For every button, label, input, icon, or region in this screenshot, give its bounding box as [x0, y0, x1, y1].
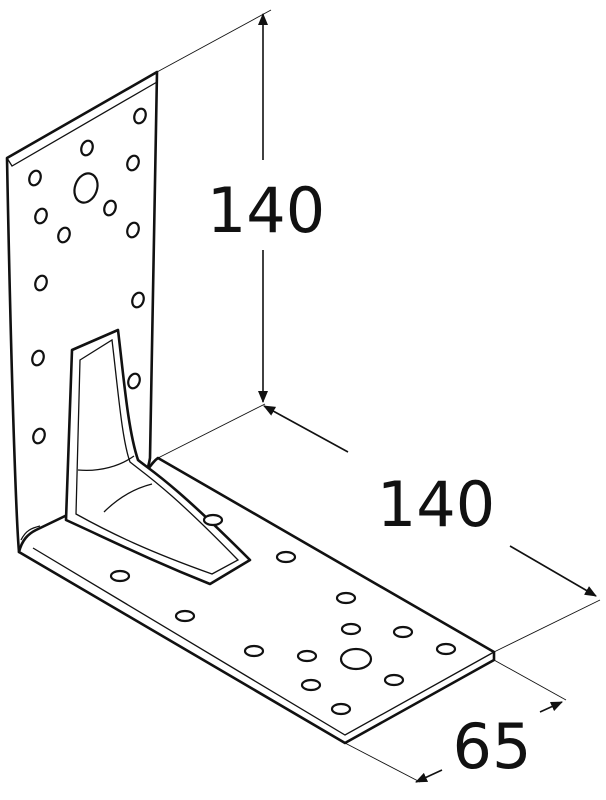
hole [32, 427, 46, 445]
length-arrow-right [509, 545, 597, 597]
extension-line [344, 742, 421, 783]
rib-curve-bottom [103, 483, 153, 513]
vertical-plate-edge [6, 81, 158, 167]
horizontal-plate-holes [109, 513, 457, 716]
length-label: 140 [377, 468, 495, 541]
hole [392, 625, 414, 639]
hole [126, 221, 140, 239]
hole [127, 372, 141, 390]
hole [131, 291, 145, 309]
horizontal-plate-edge [32, 547, 495, 736]
hole [202, 513, 224, 527]
hole [80, 139, 94, 157]
extension-line [156, 9, 272, 73]
extension-line [157, 403, 266, 459]
hole [34, 207, 48, 225]
hole [28, 169, 42, 187]
bracket-body [5, 70, 496, 745]
rib-curve-top [77, 455, 135, 472]
hole [34, 274, 48, 292]
rib-inner-line [75, 338, 240, 575]
hole [57, 226, 71, 244]
height-label: 140 [207, 174, 325, 247]
width-arrow-left [415, 769, 443, 783]
hole [243, 644, 265, 658]
extension-line [493, 599, 601, 653]
hole [383, 673, 405, 687]
length-dimension: 140 [157, 403, 601, 653]
large-hole [339, 647, 373, 671]
vertical-plate-holes [28, 107, 147, 445]
bend-line [20, 525, 41, 541]
hole [174, 609, 196, 623]
hole [340, 622, 362, 636]
hole [126, 154, 140, 172]
hole [133, 107, 147, 125]
hole [31, 349, 45, 367]
hole [300, 678, 322, 692]
hole [330, 702, 352, 716]
hole [335, 591, 357, 605]
width-label: 65 [453, 710, 532, 783]
hole [275, 550, 297, 564]
width-dimension: 65 [344, 659, 567, 783]
hole [109, 569, 131, 583]
height-dimension: 140 [156, 9, 325, 403]
extension-line [493, 659, 567, 701]
width-arrow-right [539, 701, 563, 713]
length-arrow-left [263, 405, 349, 453]
hole [103, 199, 117, 217]
large-hole [73, 172, 99, 204]
hole [435, 642, 457, 656]
hole [296, 649, 318, 663]
